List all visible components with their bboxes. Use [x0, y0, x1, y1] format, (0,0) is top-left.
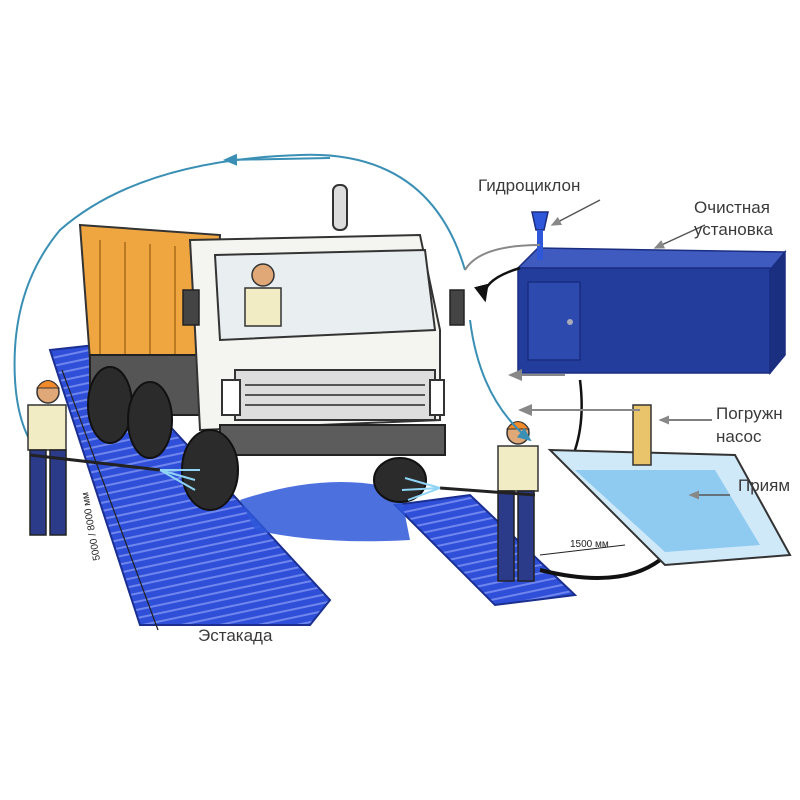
- overpass-right-ramp: [392, 493, 578, 607]
- pit: [547, 448, 792, 567]
- worker-icon: [401, 421, 539, 582]
- label-cleaning-unit-line1: Очистная: [694, 198, 770, 217]
- label-cleaning-unit-line2: установка: [694, 220, 773, 239]
- hose-dimension-text: 1500 мм: [570, 539, 609, 550]
- cleaning-unit: [516, 247, 787, 376]
- pump-icon: [632, 404, 652, 466]
- label-pump-line1: Погружн: [716, 404, 783, 423]
- flow-arrow-icon: [464, 244, 541, 271]
- label-hydrocyclone: Гидроциклон: [478, 176, 581, 195]
- worker-icon: [27, 380, 200, 536]
- water-puddle: [240, 482, 410, 542]
- label-overpass: Эстакада: [198, 626, 273, 645]
- truck-icon: [78, 184, 465, 511]
- label-pit: Приям: [738, 476, 791, 495]
- recirculation-flow-arrow: [13, 153, 466, 457]
- label-pump-line2: насос: [716, 427, 762, 446]
- hose-dimension: 1500 мм: [539, 539, 626, 556]
